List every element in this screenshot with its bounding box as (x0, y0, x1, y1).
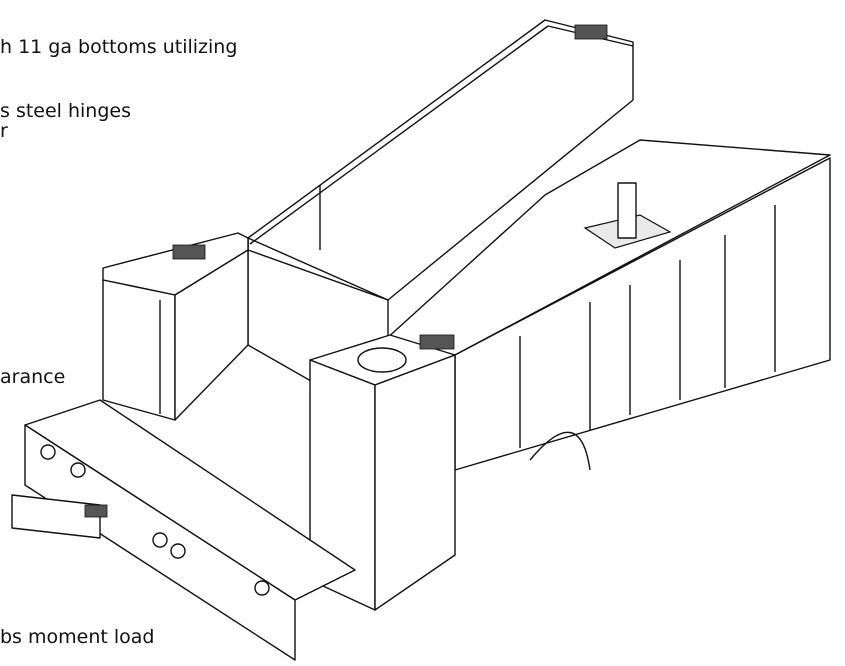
callout-hinges: s steel hinges (0, 100, 131, 122)
front-left-box (102, 232, 249, 421)
callout-moment-load: bs moment load (0, 626, 155, 648)
callout-hinges-continued: r (0, 120, 8, 142)
front-tower (309, 334, 456, 611)
callout-clearance: arance (0, 366, 66, 388)
vent-grilles (84, 24, 608, 518)
crane-post (583, 182, 672, 249)
callout-bottoms: h 11 ga bottoms utilizing (0, 36, 238, 58)
right-compartment (384, 139, 831, 471)
rear-bumper (11, 399, 356, 661)
